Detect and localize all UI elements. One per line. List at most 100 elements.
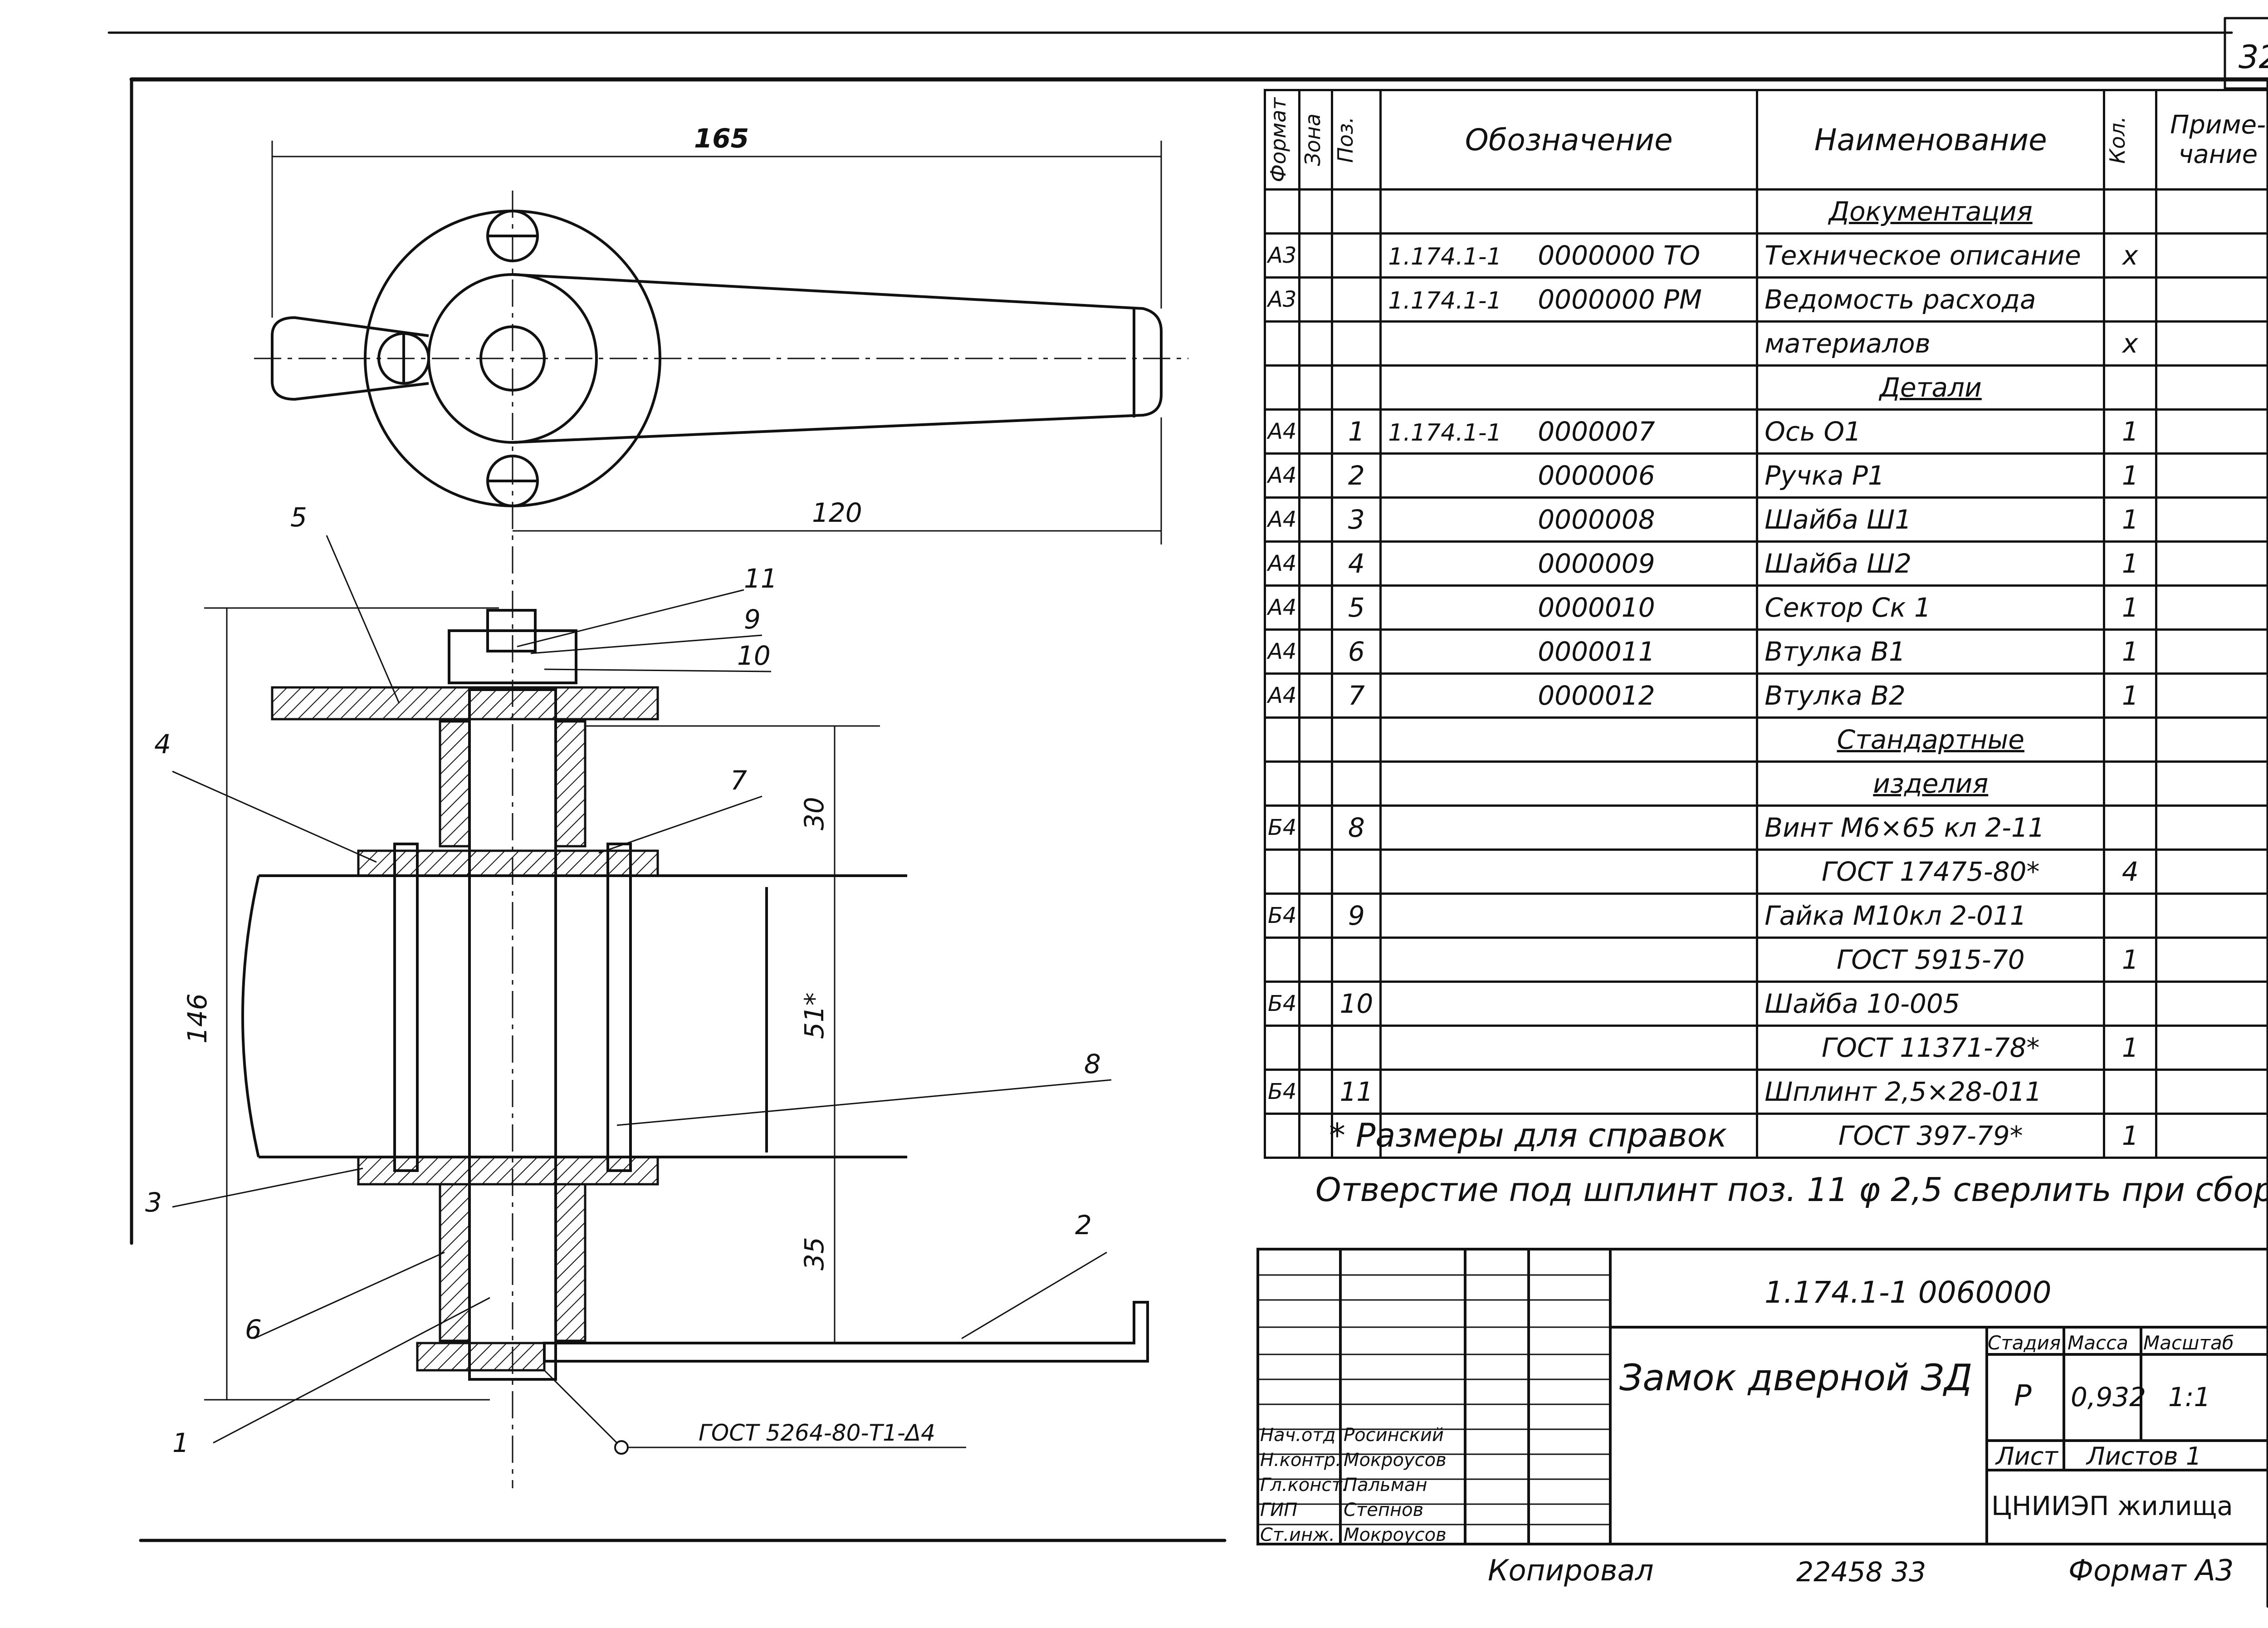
spec-zone-cell — [1298, 937, 1334, 983]
spec-format-cell: Б4 — [1263, 1069, 1301, 1115]
callout-7: 7 — [730, 765, 747, 796]
spec-row: Документация — [1263, 188, 2268, 235]
spec-format-cell — [1263, 320, 1301, 367]
spec-note-cell — [2155, 628, 2268, 675]
spec-designation-cell — [1379, 320, 1759, 367]
spec-format-cell: А4 — [1263, 452, 1301, 499]
spec-qty-cell: 1 — [2103, 452, 2158, 499]
spec-designation-cell — [1379, 188, 1759, 235]
footer-copied: Копировал — [1488, 1554, 1654, 1588]
spec-row: изделия — [1263, 760, 2268, 807]
washer-lower — [357, 1156, 659, 1186]
bushing-top-left — [439, 720, 471, 848]
spec-pos-cell — [1331, 1025, 1382, 1071]
signer-role: ГИП — [1260, 1500, 1298, 1520]
spec-code: 0000009 — [1538, 548, 1655, 579]
spec-zone-cell — [1298, 760, 1334, 807]
spec-name-cell: Гайка М10кл 2-011 — [1756, 892, 2106, 939]
bushing-bottom-left — [439, 1183, 471, 1342]
signer-name: Пальман — [1344, 1475, 1427, 1496]
spec-note-cell — [2155, 716, 2268, 763]
spec-zone-cell — [1298, 628, 1334, 675]
spec-code: 0000012 — [1538, 680, 1655, 711]
spec-doc-number: 1.174.1-1 — [1388, 287, 1502, 314]
spec-zone-cell — [1298, 804, 1334, 851]
spec-pos-cell: 5 — [1331, 584, 1382, 631]
spec-pos-cell: 4 — [1331, 540, 1382, 587]
spec-zone-cell — [1298, 276, 1334, 323]
scale-label: Масштаб — [2143, 1332, 2234, 1354]
spec-zone-cell — [1298, 364, 1334, 411]
stage-value: Р — [2014, 1379, 2032, 1413]
spec-pos-cell — [1331, 276, 1382, 323]
spec-code: 0000011 — [1538, 636, 1655, 667]
col-qty: Кол. — [2103, 89, 2158, 191]
door-lock-drawing: 165 120 146 — [145, 123, 1188, 1488]
spec-code: 0000000 ТО — [1538, 240, 1701, 271]
spec-pos-cell: 2 — [1331, 452, 1382, 499]
spec-row: А3 1.174.1-1 0000000 ТО Техническое описани… — [1263, 232, 2268, 279]
dim-35: 35 — [799, 1237, 830, 1270]
spec-designation-cell: 0000009 — [1379, 540, 1759, 587]
spec-zone-cell — [1298, 672, 1334, 719]
spec-designation-cell — [1379, 892, 1759, 939]
spec-qty-cell — [2103, 892, 2158, 939]
spec-designation-cell: 0000011 — [1379, 628, 1759, 675]
signer-role: Н.контр. — [1260, 1450, 1341, 1471]
scale-value: 1:1 — [2168, 1382, 2211, 1412]
callout-2: 2 — [1075, 1210, 1092, 1241]
spec-name-cell: материалов — [1756, 320, 2106, 367]
sheets-label: Листов 1 — [2087, 1442, 2202, 1471]
spec-zone-cell — [1298, 981, 1334, 1027]
spec-format-cell: А4 — [1263, 408, 1301, 455]
spec-note-cell — [2155, 364, 2268, 411]
dim-120: 120 — [812, 497, 862, 528]
spec-designation-cell — [1379, 1025, 1759, 1071]
spec-format-cell — [1263, 760, 1301, 807]
spec-note-cell — [2155, 1069, 2268, 1115]
spec-pos-cell: 10 — [1331, 981, 1382, 1027]
spec-name-cell: Шайба 10-005 — [1756, 981, 2106, 1027]
footer-archive: 22458 33 — [1796, 1556, 1926, 1588]
spec-note-cell — [2155, 1025, 2268, 1071]
spec-qty-cell: 1 — [2103, 672, 2158, 719]
spec-zone-cell — [1298, 1069, 1334, 1115]
spec-name-cell: Детали — [1756, 364, 2106, 411]
spec-note-cell — [2155, 848, 2268, 895]
spec-note-cell — [2155, 320, 2268, 367]
mass-value: 0,932 — [2071, 1382, 2146, 1412]
callout-11: 11 — [744, 563, 777, 594]
spec-designation-cell — [1379, 981, 1759, 1027]
spec-format-cell — [1263, 1113, 1301, 1159]
spec-zone-cell — [1298, 1113, 1334, 1159]
spec-format-cell: А3 — [1263, 276, 1301, 323]
sheet-number: 32 — [2239, 39, 2268, 76]
note-reference-dims: * Размеры для справок — [1329, 1116, 1727, 1154]
spec-zone-cell — [1298, 452, 1334, 499]
spec-name-cell: Техническое описание — [1756, 232, 2106, 279]
spec-qty-cell — [2103, 188, 2158, 235]
spec-designation-cell: 1.174.1-1 0000000 ТО — [1379, 232, 1759, 279]
spec-qty-cell — [2103, 804, 2158, 851]
spec-doc-number: 1.174.1-1 — [1388, 243, 1502, 270]
spec-qty-cell: 1 — [2103, 1113, 2158, 1159]
spec-zone-cell — [1298, 188, 1334, 235]
spec-row: ГОСТ 17475-80*4 — [1263, 848, 2268, 895]
spec-note-cell — [2155, 1113, 2268, 1159]
spec-note-cell — [2155, 760, 2268, 807]
spec-code: 0000007 — [1538, 416, 1655, 447]
spec-format-cell: А3 — [1263, 232, 1301, 279]
spec-designation-cell — [1379, 848, 1759, 895]
spec-note-cell — [2155, 408, 2268, 455]
spec-pos-cell — [1331, 716, 1382, 763]
product-name: Замок дверной ЗД — [1619, 1357, 1973, 1399]
spec-designation-cell: 0000010 — [1379, 584, 1759, 631]
spec-zone-cell — [1298, 496, 1334, 543]
